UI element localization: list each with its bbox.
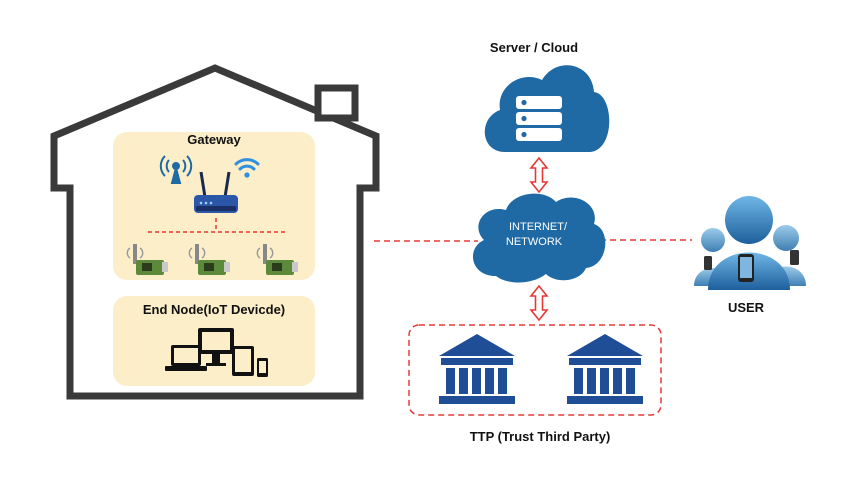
internet-label-line1: INTERNET/ bbox=[508, 221, 568, 233]
wifi-icon bbox=[234, 158, 260, 178]
router-icon bbox=[194, 171, 238, 213]
gateway-label: Gateway bbox=[187, 132, 241, 147]
devices-icon bbox=[165, 328, 268, 377]
sensor-board-icon bbox=[126, 244, 168, 275]
gateway-sensor-links bbox=[148, 218, 286, 233]
internet-label-line2: NETWORK bbox=[505, 236, 563, 248]
bank-icon bbox=[439, 334, 515, 404]
end-node-label: End Node(IoT Devicde) bbox=[142, 302, 286, 317]
server-internet-arrow bbox=[529, 156, 549, 194]
network-cloud-icon bbox=[472, 193, 606, 283]
server-cloud-icon bbox=[484, 65, 610, 152]
sensor-board-icon bbox=[188, 244, 230, 275]
internet-ttp-arrow bbox=[529, 284, 549, 322]
house-icon bbox=[50, 64, 380, 400]
server-label: Server / Cloud bbox=[489, 40, 579, 55]
antenna-icon bbox=[159, 155, 193, 184]
user-label: USER bbox=[727, 300, 765, 315]
sensor-board-icon bbox=[256, 244, 298, 275]
ttp-label: TTP (Trust Third Party) bbox=[469, 429, 611, 444]
bank-icon bbox=[567, 334, 643, 404]
user-group-icon bbox=[694, 196, 806, 290]
ttp-box bbox=[408, 324, 662, 416]
